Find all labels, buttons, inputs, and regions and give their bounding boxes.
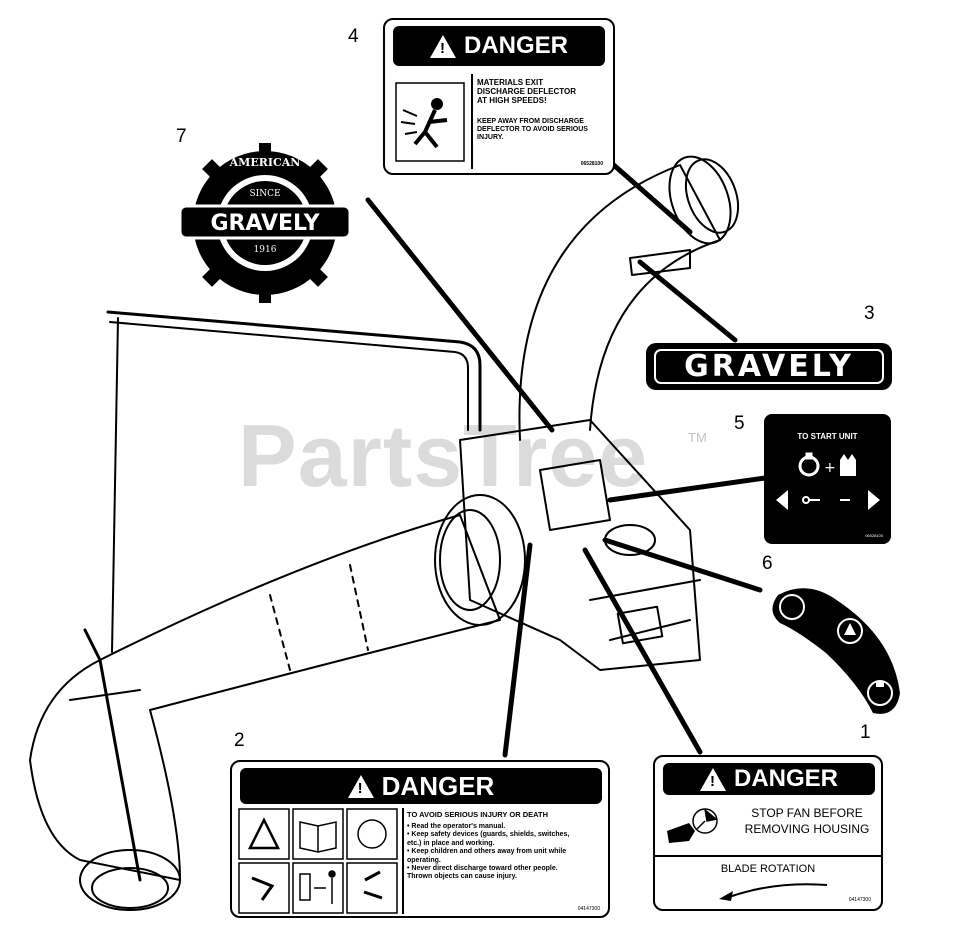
blade-rotation-label: BLADE ROTATION — [720, 863, 816, 875]
nozzle — [29, 659, 181, 881]
decal-american-gravely-badge: GRAVELY SINCE 1916 AMERICAN — [178, 143, 352, 303]
callout-7: 7 — [176, 126, 187, 147]
danger-header: DANGER — [733, 765, 838, 792]
rotation-arrow-icon — [719, 883, 828, 901]
handle-bar — [106, 310, 482, 432]
warning-triangle-icon — [429, 34, 456, 58]
fan-blade-hand-icon — [667, 808, 718, 843]
callout-5: 5 — [734, 413, 745, 434]
watermark-tm: TM — [688, 430, 707, 445]
start-unit-title: TO START UNIT — [797, 432, 858, 441]
discharge-chute — [518, 164, 721, 441]
badge-arc-text: AMERICAN — [229, 156, 301, 169]
decal-danger-stop-fan: DANGER STOP FAN BEFORE REMOVING HOUSING … — [653, 755, 883, 911]
danger-banner: DANGER — [393, 26, 605, 66]
safety-pictograms — [238, 808, 398, 914]
callout-1: 1 — [860, 722, 871, 743]
start-sequence-icons: + — [776, 452, 880, 510]
danger-banner: DANGER — [240, 768, 602, 804]
badge-year: 1916 — [254, 245, 277, 255]
decal-gravely-plate: GRAVELY — [646, 343, 892, 390]
thrown-object-icon — [395, 82, 465, 162]
blower-housing — [459, 419, 701, 671]
callout-2: 2 — [234, 730, 245, 751]
decal-danger-deflector: DANGER MATERIALS EXIT DISCHARGE DEFLECTO… — [383, 18, 615, 175]
danger-banner: DANGER — [663, 763, 875, 795]
svg-text:+: + — [824, 460, 836, 476]
stop-fan-text: STOP FAN BEFORE REMOVING HOUSING — [744, 806, 870, 837]
decal-part-number: 04147300 — [848, 897, 871, 903]
callout-6: 6 — [762, 553, 773, 574]
danger-header: DANGER — [381, 770, 495, 801]
decal-danger-serious-injury: DANGER TO AVOID SERIOUS INJURY OR DEATH … — [230, 760, 610, 918]
danger-header: DANGER — [463, 32, 568, 59]
decal-part-number: 04147300 — [577, 906, 600, 912]
decal-part-number: 06528100 — [580, 161, 603, 167]
vacuum-hose — [99, 514, 501, 711]
decal-to-start-unit: TO START UNIT + 06528100 — [764, 414, 891, 544]
warning-triangle-icon — [347, 774, 374, 798]
badge-brand: GRAVELY — [210, 211, 320, 236]
callout-4: 4 — [348, 26, 359, 47]
decal-throttle-arc — [772, 588, 900, 714]
callout-3: 3 — [864, 303, 875, 324]
start-unit-part-number: 06528100 — [865, 533, 883, 538]
serious-injury-text: TO AVOID SERIOUS INJURY OR DEATH • Read … — [407, 810, 570, 881]
badge-since: SINCE — [249, 189, 280, 199]
gravely-plate-brand: GRAVELY — [654, 349, 884, 384]
deflector-warning-text: MATERIALS EXIT DISCHARGE DEFLECTOR AT HI… — [477, 78, 588, 141]
warning-triangle-icon — [699, 767, 726, 791]
